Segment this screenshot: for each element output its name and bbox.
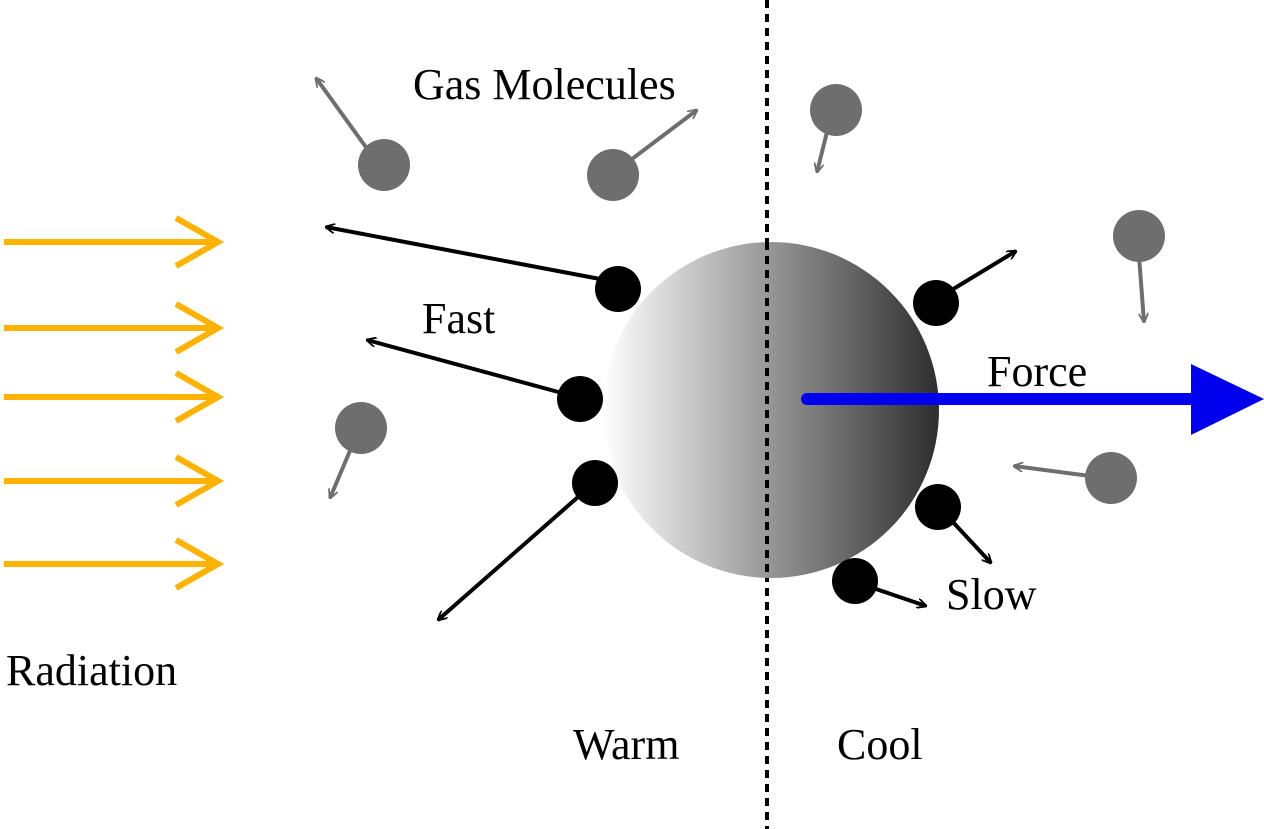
- force-arrow: [801, 364, 1264, 435]
- fast-molecule: [438, 460, 618, 620]
- fast-label: Fast: [422, 294, 495, 343]
- particle: [603, 242, 939, 578]
- radiation-label: Radiation: [6, 646, 177, 695]
- force-label: Force: [987, 347, 1087, 396]
- slow-molecule: [915, 484, 991, 563]
- surface-molecules: [326, 227, 1016, 620]
- slow-label: Slow: [946, 570, 1037, 619]
- warm-label: Warm: [573, 720, 679, 769]
- fast-molecule: [367, 340, 603, 422]
- radiation-arrow: [4, 370, 225, 424]
- gas-molecule: [587, 110, 697, 201]
- radiation-arrow: [4, 301, 225, 355]
- radiation-arrow: [4, 215, 225, 269]
- radiation-arrows: [4, 215, 225, 591]
- gas-molecules-label: Gas Molecules: [413, 60, 676, 109]
- radiation-arrow: [4, 454, 225, 508]
- slow-molecule: [913, 249, 1016, 326]
- gas-molecules: [316, 78, 1165, 504]
- gas-molecule: [810, 84, 862, 172]
- fast-molecule: [326, 227, 641, 312]
- gas-molecule: [1113, 210, 1165, 322]
- radiation-arrow: [4, 537, 225, 591]
- slow-molecule: [832, 558, 926, 606]
- gas-molecule: [330, 402, 387, 498]
- cool-label: Cool: [837, 720, 923, 769]
- gas-molecule: [316, 78, 410, 191]
- gas-molecule: [1014, 452, 1137, 504]
